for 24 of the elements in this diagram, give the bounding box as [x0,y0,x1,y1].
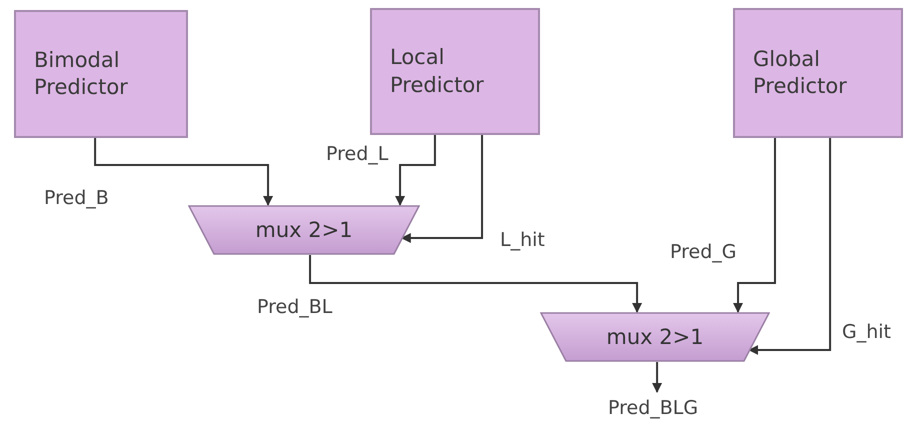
signal-label: Pred_L [326,144,388,165]
arrow [652,362,662,393]
multiplexer-trapezoid [540,312,770,362]
arrow [733,138,776,313]
signal-label: Pred_BL [257,297,332,318]
arrow [94,138,274,206]
signal-label: Pred_BLG [608,398,698,419]
predictor-label: Local Predictor [390,45,484,96]
predictor-label: Bimodal Predictor [34,48,128,99]
arrow [748,138,832,355]
multiplexer-trapezoid [188,205,420,255]
predictor-label: Global Predictor [753,46,847,98]
predictor-box [370,8,540,135]
arrow [400,135,484,243]
arrow [309,255,642,313]
signal-label: G_hit [842,322,891,343]
signal-label: Pred_G [670,242,736,263]
predictor-box [733,8,903,138]
signal-label: Pred_B [44,188,109,209]
mux-label: mux 2>1 [255,218,353,242]
signal-label: L_hit [500,230,545,251]
mux-label: mux 2>1 [606,325,704,349]
arrow [395,135,436,206]
predictor-box [14,10,188,138]
